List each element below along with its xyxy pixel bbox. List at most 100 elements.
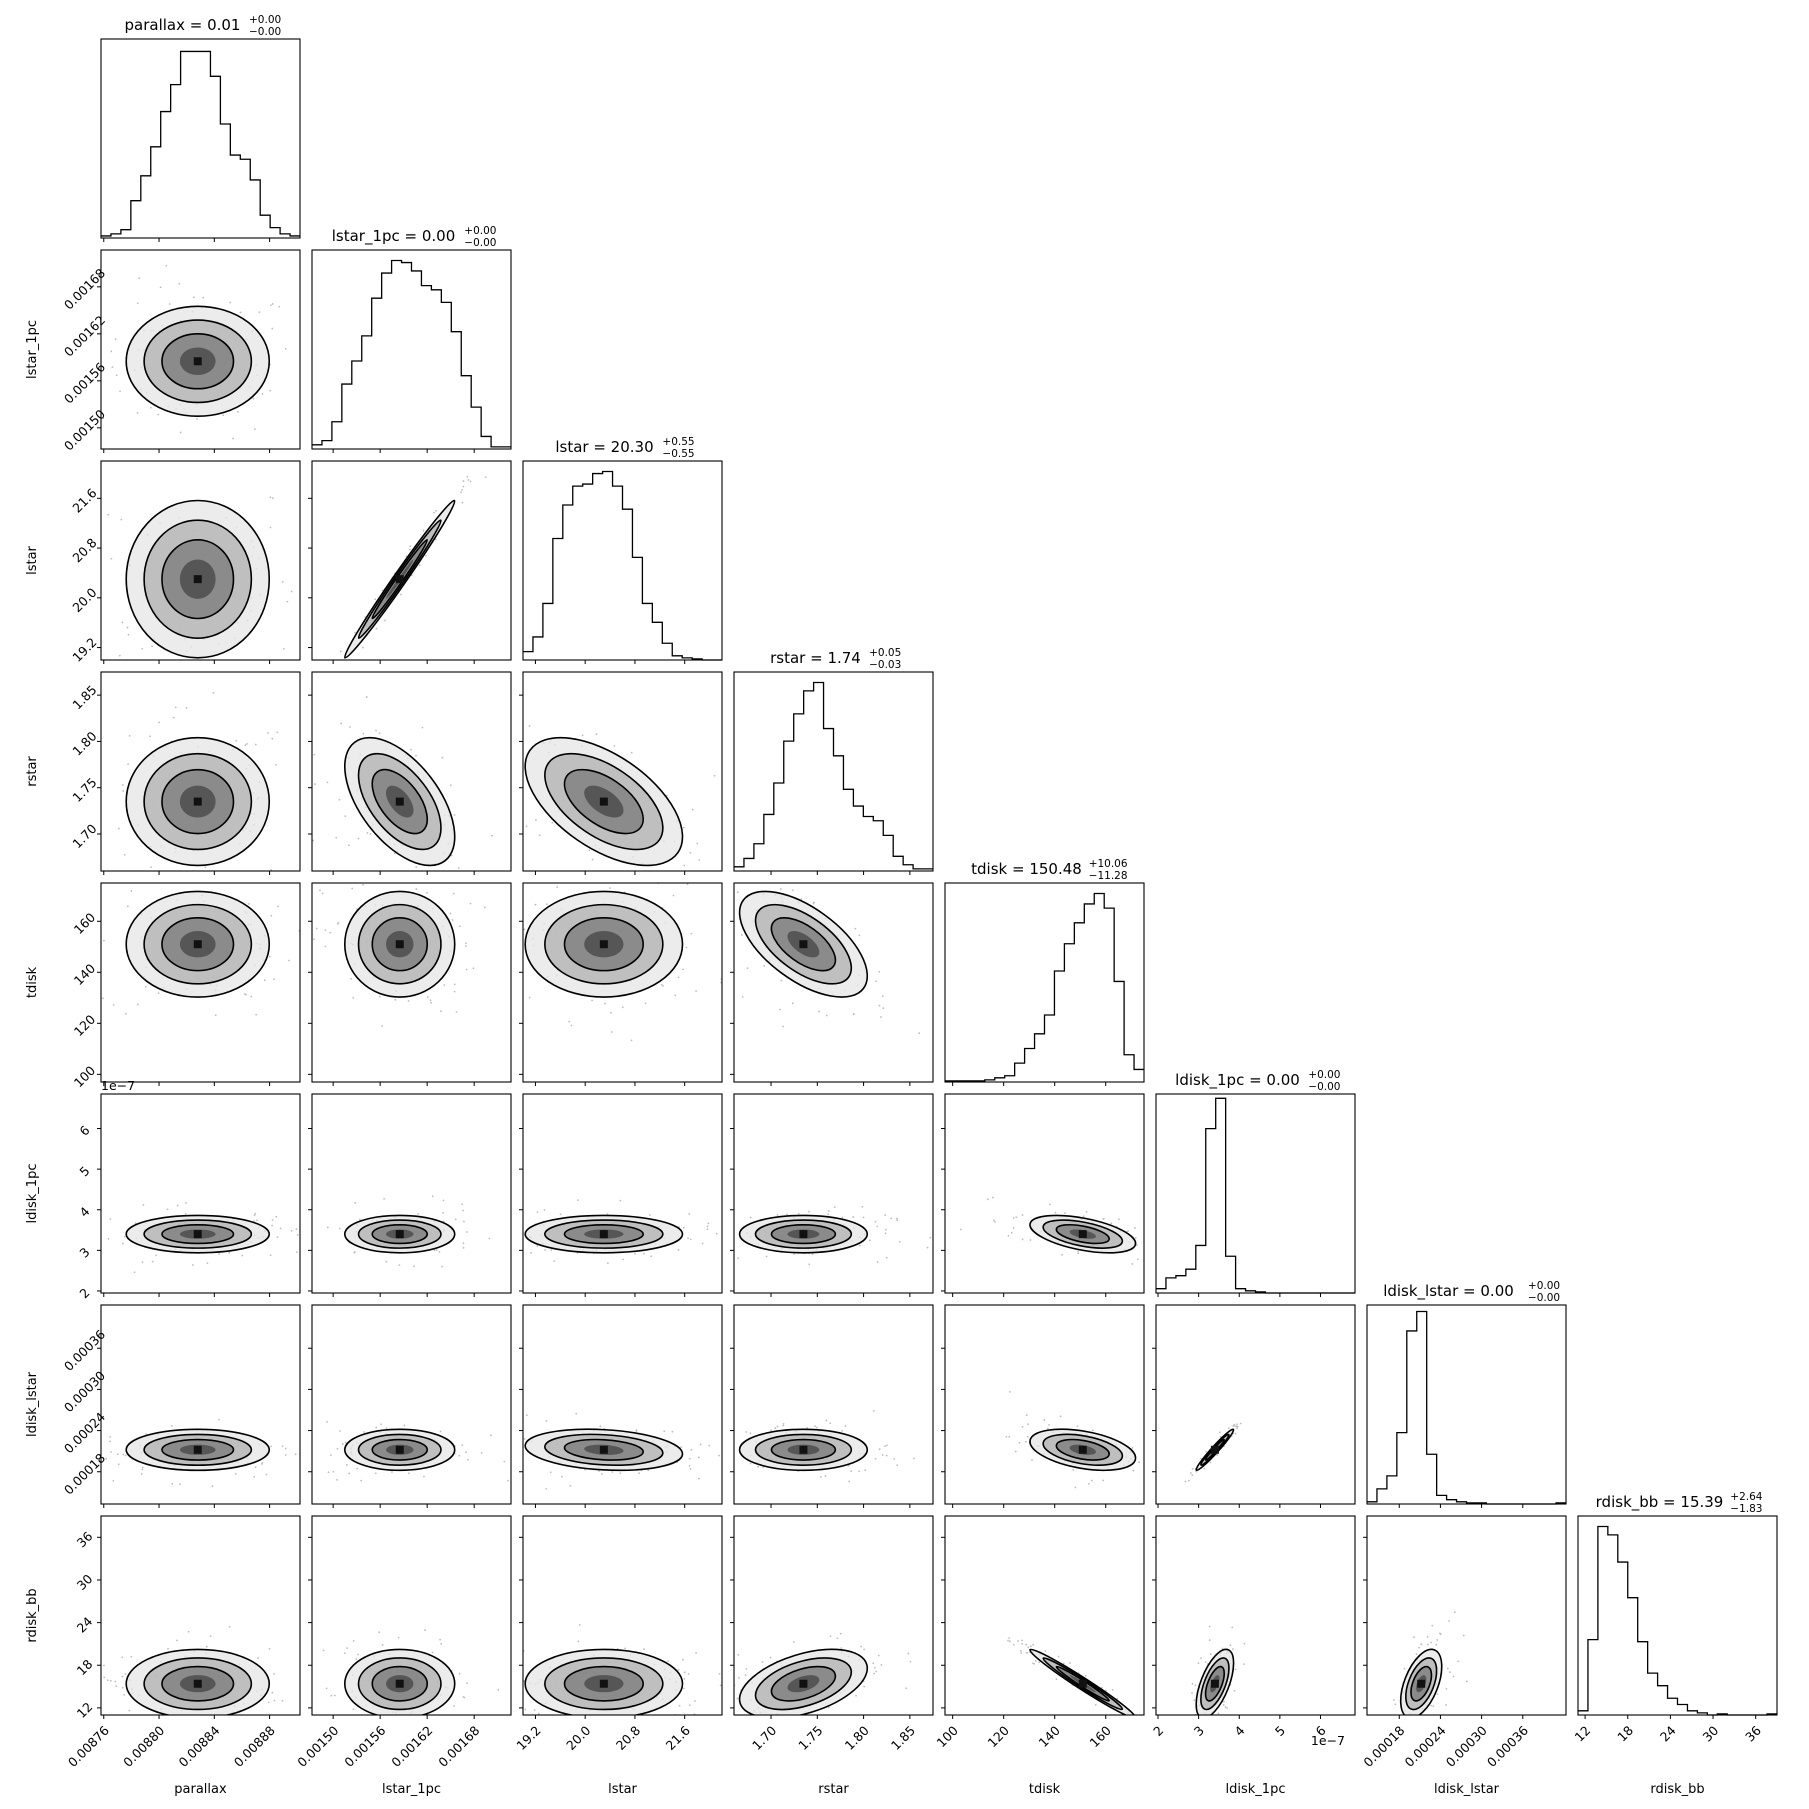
sample-point bbox=[885, 1454, 888, 1457]
joint-panel-rdisk_bb-vs-rstar bbox=[719, 1515, 934, 1745]
panel-frame bbox=[733, 671, 934, 872]
sample-point bbox=[440, 1010, 442, 1013]
hist-bar bbox=[1005, 1076, 1015, 1082]
sample-point bbox=[453, 1705, 455, 1707]
sample-point bbox=[808, 1263, 811, 1266]
sample-point bbox=[269, 1254, 272, 1257]
sample-point bbox=[707, 1222, 710, 1225]
sample-point bbox=[488, 1237, 491, 1240]
hist-bar bbox=[863, 817, 873, 871]
y-tick-label: 140 bbox=[71, 961, 99, 989]
y-tick-label: 1.70 bbox=[69, 821, 99, 851]
y-tick-label: 30 bbox=[74, 1571, 96, 1593]
panel-frame bbox=[1155, 1093, 1356, 1294]
sample-point bbox=[337, 921, 340, 924]
sample-point bbox=[1243, 1663, 1245, 1666]
sample-point bbox=[269, 496, 272, 499]
joint-panel-rdisk_bb-vs-parallax bbox=[100, 1515, 301, 1716]
sample-point bbox=[426, 996, 429, 998]
sample-point bbox=[441, 1265, 444, 1268]
sample-point bbox=[158, 721, 161, 724]
sample-point bbox=[326, 1226, 329, 1229]
sample-point bbox=[1394, 1703, 1397, 1706]
y-axis-label-rdisk_bb: rdisk_bb bbox=[25, 1588, 40, 1642]
sample-point bbox=[442, 1211, 445, 1214]
x-axis-label-lstar: lstar bbox=[608, 1782, 637, 1797]
hist-bar bbox=[1124, 1055, 1134, 1082]
sample-point bbox=[1134, 1237, 1137, 1239]
panel-frame bbox=[522, 1093, 723, 1294]
hist-bar bbox=[613, 486, 623, 660]
panel-frame bbox=[100, 1304, 301, 1505]
sample-point bbox=[115, 1685, 118, 1687]
x-tick-label: 1.80 bbox=[842, 1723, 872, 1753]
sample-point bbox=[885, 1256, 888, 1259]
hist-outline bbox=[1578, 1525, 1777, 1716]
sample-point bbox=[741, 852, 743, 854]
hist-bar bbox=[1045, 1015, 1055, 1082]
sample-point bbox=[1404, 1717, 1406, 1719]
sample-point bbox=[825, 1014, 828, 1017]
sample-point bbox=[439, 1638, 442, 1641]
sample-point bbox=[724, 876, 726, 878]
sample-point bbox=[698, 1233, 700, 1235]
sample-point bbox=[415, 866, 418, 868]
sample-point bbox=[667, 1660, 669, 1663]
sample-point bbox=[694, 880, 696, 882]
sample-point bbox=[761, 1661, 764, 1663]
sample-point bbox=[324, 929, 327, 932]
sample-point bbox=[453, 814, 456, 816]
hist-bar bbox=[1377, 1489, 1387, 1504]
hist-bar bbox=[642, 603, 652, 660]
sample-point bbox=[861, 1205, 864, 1208]
sample-point bbox=[1445, 1704, 1447, 1706]
sample-point bbox=[1191, 1467, 1194, 1470]
sample-point bbox=[694, 868, 696, 870]
density-peak bbox=[599, 1230, 608, 1239]
sample-point bbox=[270, 869, 273, 871]
sample-point bbox=[677, 1668, 680, 1671]
sample-point bbox=[912, 1457, 915, 1460]
sample-point bbox=[724, 1222, 726, 1224]
sample-point bbox=[545, 1487, 548, 1490]
sample-point bbox=[520, 1478, 522, 1480]
sample-point bbox=[724, 1692, 726, 1694]
sample-point bbox=[749, 1462, 752, 1465]
sample-point bbox=[196, 418, 198, 420]
hist-bar bbox=[533, 637, 543, 660]
sample-point bbox=[218, 1253, 221, 1255]
hist-bar bbox=[662, 643, 672, 660]
sample-point bbox=[314, 929, 316, 931]
sample-point bbox=[830, 1743, 832, 1745]
hist-bar bbox=[804, 691, 814, 871]
sample-point bbox=[332, 1243, 334, 1245]
hist-bar bbox=[201, 51, 211, 238]
sample-point bbox=[278, 305, 281, 308]
panel-frame bbox=[1155, 1515, 1356, 1716]
sample-point bbox=[321, 892, 324, 895]
sample-point bbox=[344, 663, 346, 665]
sample-point bbox=[1027, 1423, 1030, 1426]
panel-title-text: ldisk_lstar = 0.00 bbox=[1383, 1282, 1514, 1301]
sample-point bbox=[896, 1464, 899, 1467]
sample-point bbox=[765, 1255, 768, 1258]
sample-point bbox=[466, 1682, 468, 1684]
sample-point bbox=[741, 1725, 743, 1727]
sample-point bbox=[465, 1451, 468, 1454]
sample-point bbox=[149, 735, 152, 738]
x-tick-label: 0.00150 bbox=[294, 1723, 341, 1770]
sample-point bbox=[819, 1476, 822, 1478]
sample-point bbox=[1021, 1426, 1024, 1428]
sample-point bbox=[858, 934, 861, 937]
sample-point bbox=[534, 819, 537, 821]
sample-point bbox=[346, 667, 348, 669]
sample-point bbox=[265, 1473, 268, 1476]
sample-point bbox=[609, 1011, 612, 1014]
sample-point bbox=[1008, 1640, 1011, 1643]
hist-bar bbox=[632, 557, 642, 660]
sample-point bbox=[719, 1723, 721, 1725]
sample-point bbox=[172, 716, 175, 719]
sample-point bbox=[128, 1709, 131, 1712]
sample-point bbox=[683, 1677, 686, 1680]
sample-point bbox=[281, 1699, 284, 1702]
